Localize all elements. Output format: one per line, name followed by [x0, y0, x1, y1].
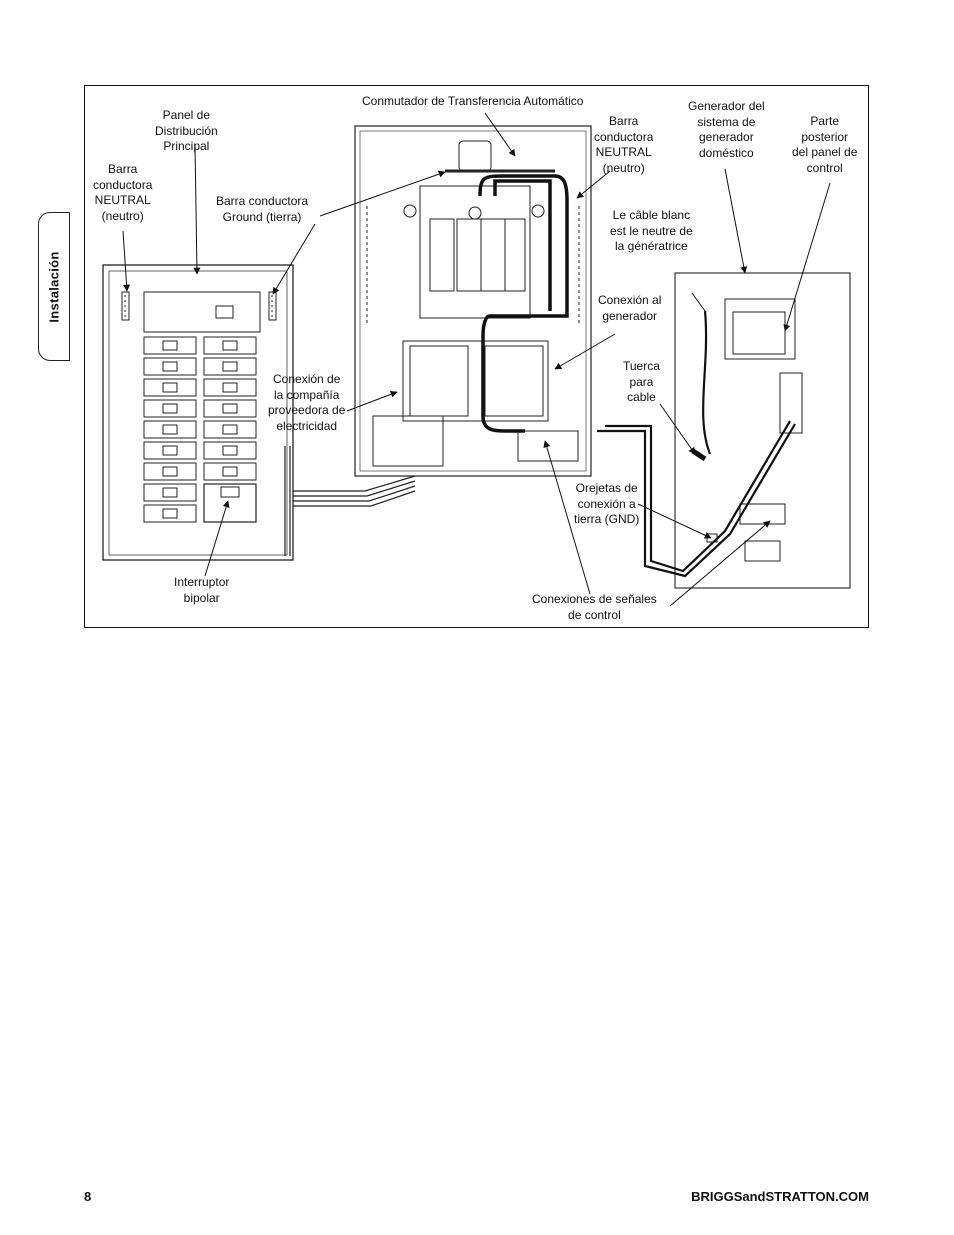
section-tab: Instalación [38, 212, 70, 361]
generator-cable [597, 310, 796, 578]
section-tab-label: Instalación [46, 250, 62, 323]
wiring-diagram [102, 112, 851, 607]
utility-conduit [284, 446, 416, 556]
leader-lines [122, 112, 831, 607]
neutral-bar-left [121, 291, 130, 321]
wiring-diagram-figure: Conmutador de Transferencia Automático P… [84, 85, 869, 628]
ats-label: Conmutador de Transferencia Automático [362, 94, 584, 108]
generator-control-panel [674, 272, 851, 589]
breaker-column-left [143, 336, 197, 523]
main-distribution-panel [102, 264, 294, 561]
transfer-switch [354, 125, 592, 477]
page-number: 8 [84, 1189, 92, 1204]
ground-bar [268, 291, 277, 321]
website-footer: BRIGGSandSTRATTON.COM [691, 1189, 869, 1204]
generator-conductors [478, 174, 569, 433]
breaker-column-right [203, 336, 257, 523]
